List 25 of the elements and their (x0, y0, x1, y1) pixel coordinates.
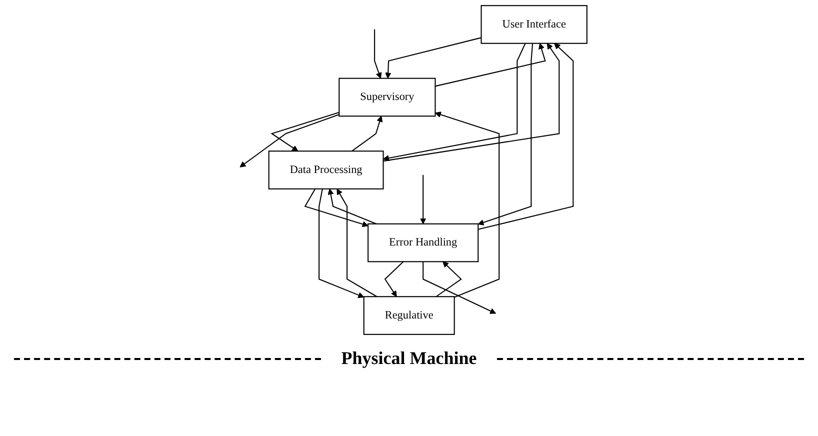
arrow (318, 188, 364, 298)
arrow (435, 43, 546, 87)
arrow (422, 262, 496, 314)
arrow (384, 261, 404, 297)
arrow (478, 43, 534, 226)
arrow (382, 43, 526, 162)
arrow (374, 29, 382, 79)
arrow (478, 43, 574, 230)
arrow (385, 37, 482, 79)
arrow (420, 174, 426, 224)
arrow (383, 43, 560, 162)
node-box: Supervisory (338, 78, 436, 117)
arrow (270, 112, 340, 152)
node-box: Data Processing (268, 150, 384, 190)
node-box: Regulative (363, 296, 455, 335)
arrow (328, 188, 377, 224)
node-box: Error Handling (368, 223, 479, 262)
arrow (240, 114, 340, 168)
arrow (434, 112, 500, 298)
node-box: User Interface (480, 5, 588, 44)
arrow (336, 188, 378, 298)
region-label: Physical Machine (341, 348, 477, 369)
arrow (304, 188, 368, 228)
arrow (436, 261, 462, 298)
arrow (352, 116, 383, 152)
